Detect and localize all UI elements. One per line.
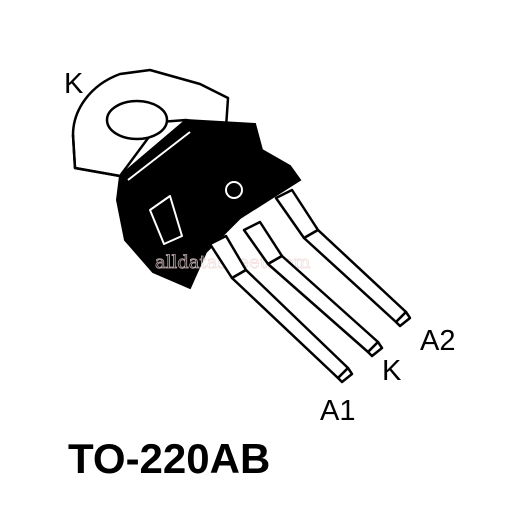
pin-k-label: K — [382, 355, 402, 387]
body-edge-highlight — [127, 131, 191, 181]
pin-a2-label: A2 — [420, 325, 456, 357]
plastic-body — [115, 118, 302, 290]
package-name: TO-220AB — [68, 435, 271, 482]
pin1-marker — [225, 181, 243, 199]
mounting-hole — [105, 99, 169, 141]
lead-k — [242, 220, 384, 358]
lead-a1 — [208, 234, 354, 384]
tab-pin-label: K — [64, 68, 84, 100]
tab-side-edge — [71, 134, 121, 178]
lead-a2 — [274, 188, 412, 328]
body-notch — [149, 195, 183, 245]
pin-a1-label: A1 — [320, 395, 356, 427]
